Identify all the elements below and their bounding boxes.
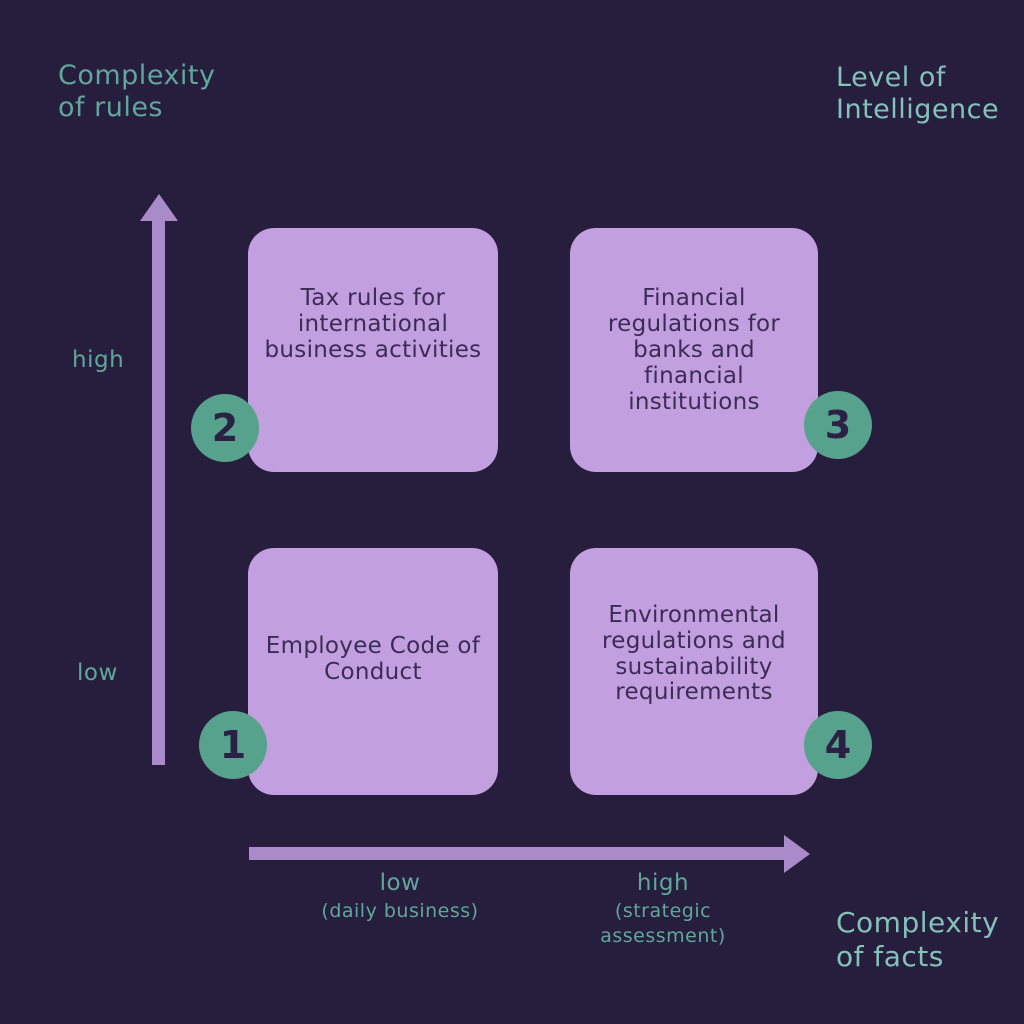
level-of-intelligence-title: Level of Intelligence xyxy=(836,62,1000,126)
y-axis-high-label: high xyxy=(72,347,125,373)
quadrant-box-1-employee-code: Employee Code of Conduct xyxy=(248,548,498,795)
quadrant-number-badge-4: 4 xyxy=(804,711,872,779)
quadrant-number-badge-2: 2 xyxy=(191,394,259,462)
quadrant-number-badge-3: 3 xyxy=(804,391,872,459)
quadrant-box-4-environmental-regulations: Environmental regulations and sustainabi… xyxy=(570,548,818,795)
x-axis-low-label: low xyxy=(379,870,421,896)
y-axis-arrow xyxy=(152,214,165,765)
x-axis-arrow xyxy=(249,847,785,860)
y-axis-title: Complexity of rules xyxy=(58,60,216,124)
quadrant-box-3-financial-regulations: Financial regulations for banks and fina… xyxy=(570,228,818,472)
x-axis-arrowhead-icon xyxy=(784,835,810,873)
y-axis-low-label: low xyxy=(77,660,118,686)
x-axis-high-sublabel: (strategic assessment) xyxy=(600,899,726,947)
x-axis-low-label-group: low (daily business) xyxy=(290,869,510,924)
x-axis-high-label-group: high (strategic assessment) xyxy=(552,869,774,948)
quadrant-box-2-tax-rules: Tax rules for international business act… xyxy=(248,228,498,472)
x-axis-low-sublabel: (daily business) xyxy=(321,899,479,922)
x-axis-title: Complexity of facts xyxy=(836,906,1000,973)
quadrant-number-badge-1: 1 xyxy=(199,711,267,779)
x-axis-high-label: high xyxy=(636,870,690,896)
